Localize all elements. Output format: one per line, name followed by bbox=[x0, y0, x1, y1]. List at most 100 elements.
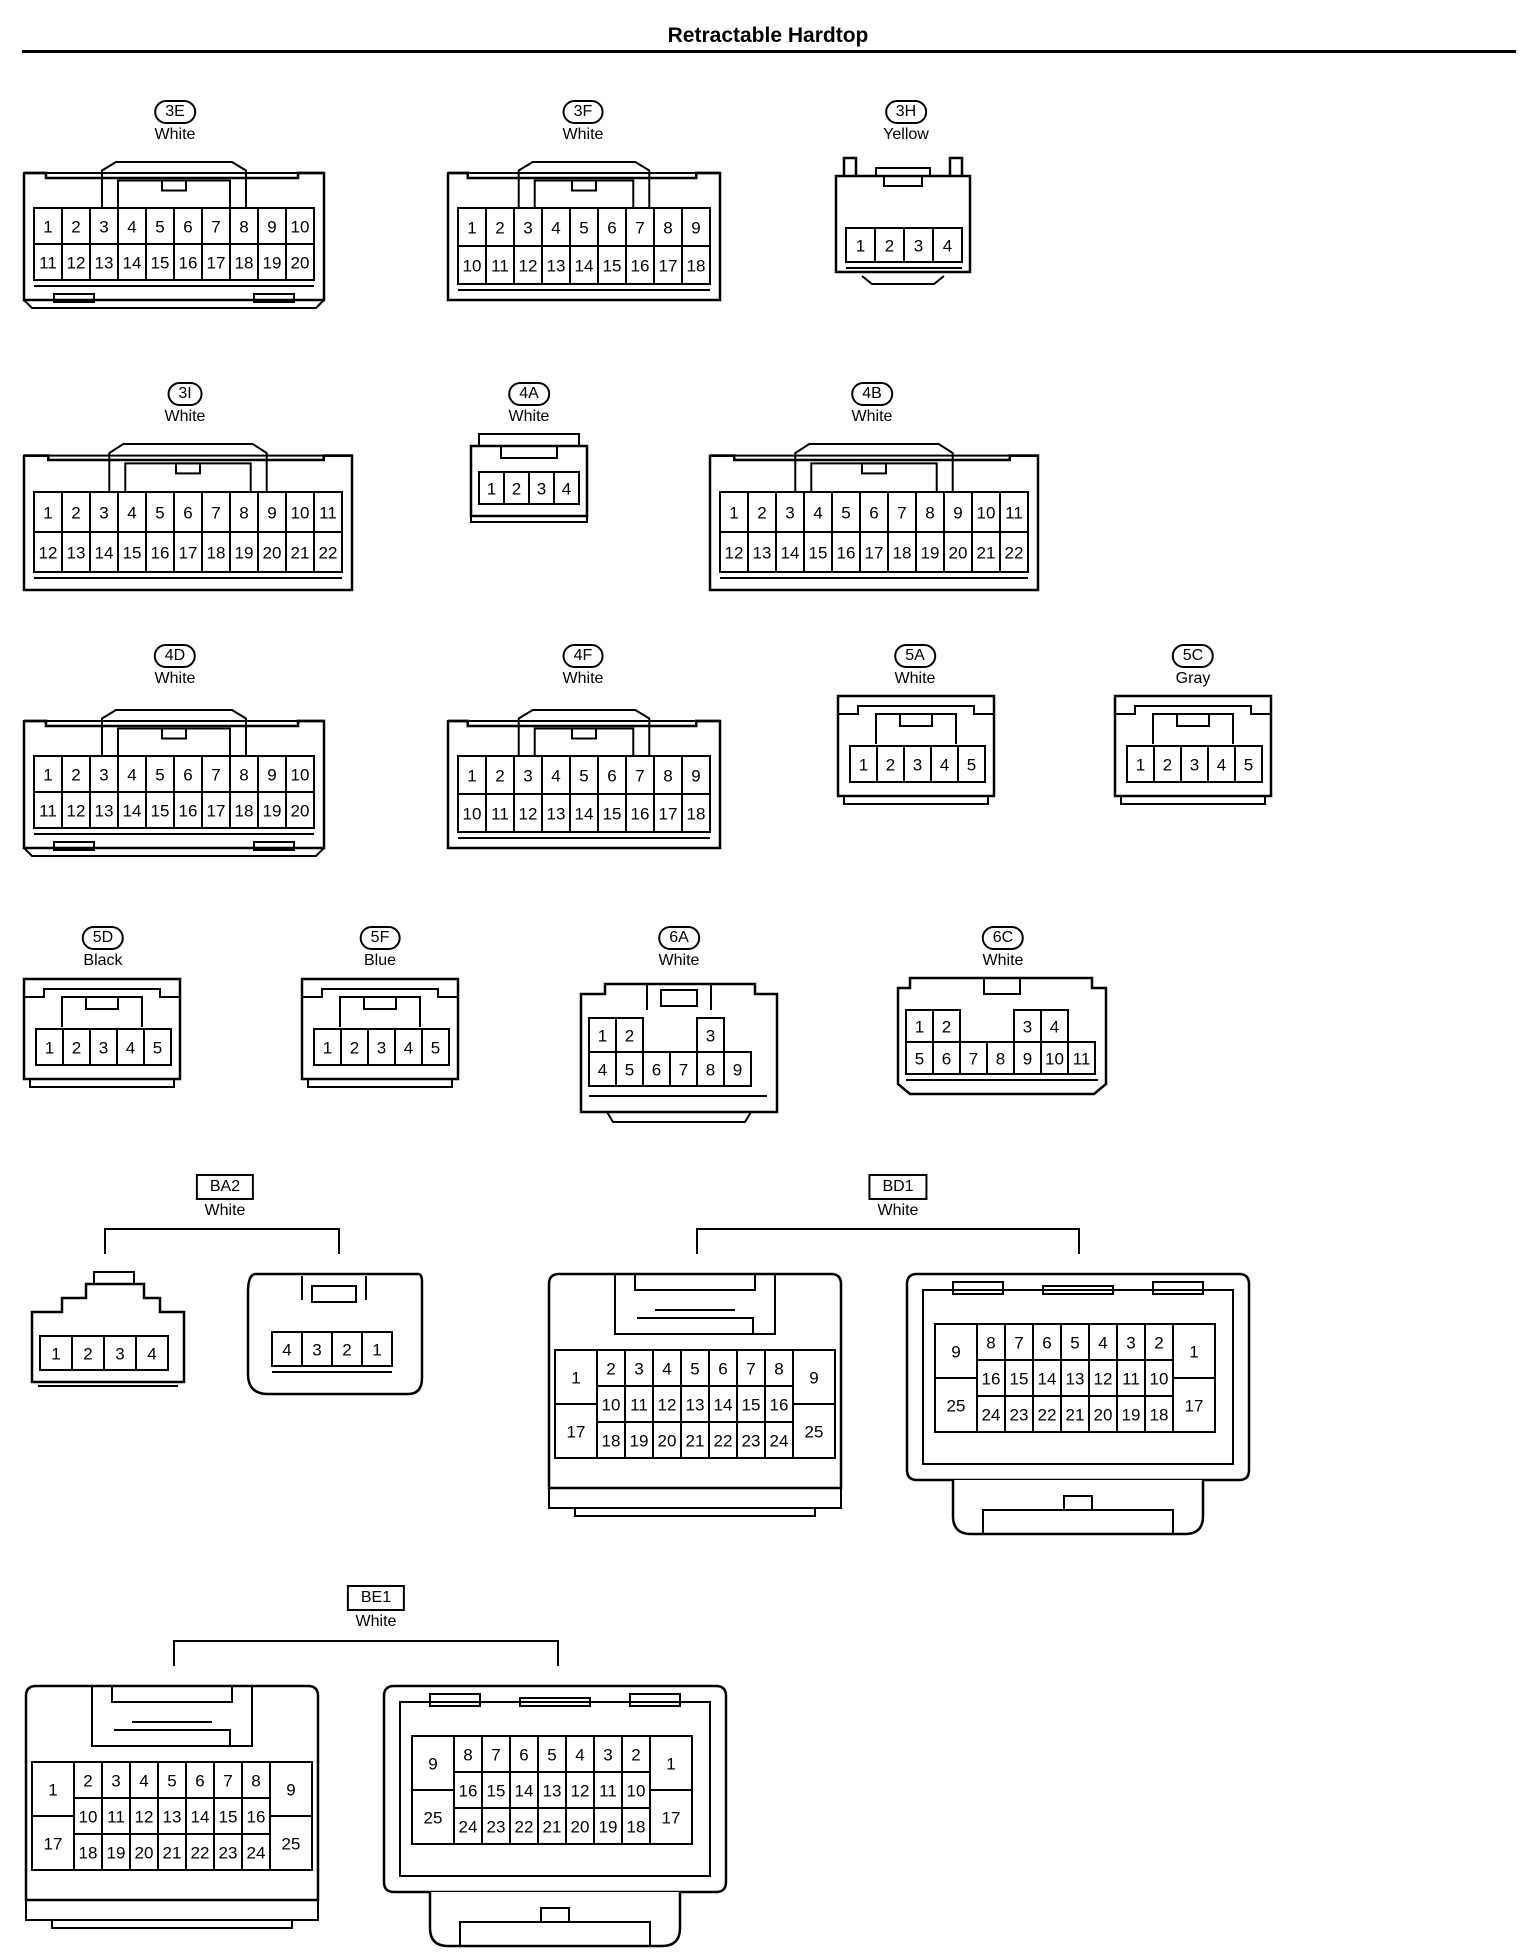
bd1-left-pin-3-number: 3 bbox=[634, 1360, 643, 1379]
be1-right-pin-23: 23 bbox=[481, 1807, 511, 1845]
3e-pin-17-number: 17 bbox=[207, 254, 226, 273]
be1-right-pin-16-number: 16 bbox=[459, 1782, 478, 1801]
3f-pin-14: 14 bbox=[569, 245, 599, 285]
ba2-right-pin-3: 3 bbox=[301, 1331, 333, 1367]
be1-left-pin-7-number: 7 bbox=[223, 1772, 232, 1791]
be1-left-pin-15-number: 15 bbox=[219, 1808, 238, 1827]
3e-pin-16: 16 bbox=[173, 243, 203, 281]
be1-right-pin-11: 11 bbox=[593, 1771, 623, 1809]
be1-left-pin-14: 14 bbox=[185, 1797, 215, 1835]
bd1-left-pin-9: 9 bbox=[792, 1349, 836, 1405]
connector-4d-id: 4D bbox=[153, 644, 197, 668]
3f-pin-6: 6 bbox=[597, 207, 627, 247]
4d-pin-9-number: 9 bbox=[267, 766, 276, 785]
4d-pin-3-number: 3 bbox=[99, 766, 108, 785]
5d-pin-4: 4 bbox=[116, 1028, 145, 1066]
4d-pin-19: 19 bbox=[257, 791, 287, 829]
ba2-right-pin-4-number: 4 bbox=[282, 1341, 291, 1360]
be1-right-pin-14: 14 bbox=[509, 1771, 539, 1809]
bd1-left-pin-14: 14 bbox=[708, 1385, 738, 1423]
5c-pin-4: 4 bbox=[1207, 745, 1236, 783]
be1-right-pin-10-number: 10 bbox=[627, 1782, 646, 1801]
be1-right-pin-15: 15 bbox=[481, 1771, 511, 1809]
3i-pin-3: 3 bbox=[89, 491, 119, 533]
4b-pin-19-number: 19 bbox=[921, 544, 940, 563]
5a-pin-3: 3 bbox=[903, 745, 932, 783]
bd1-left-pin-19-number: 19 bbox=[630, 1432, 649, 1451]
3f-pin-3-number: 3 bbox=[523, 219, 532, 238]
5f-pin-4-number: 4 bbox=[404, 1039, 413, 1058]
bd1-left-pin-21: 21 bbox=[680, 1421, 710, 1459]
be1-left-pin-11-number: 11 bbox=[107, 1808, 125, 1827]
6a-pin-5: 5 bbox=[615, 1051, 644, 1087]
ba2-left-pin-1: 1 bbox=[39, 1335, 73, 1371]
ba2-left-pin-3: 3 bbox=[103, 1335, 137, 1371]
bd1-left-pin-15: 15 bbox=[736, 1385, 766, 1423]
5c-pin-4-number: 4 bbox=[1217, 756, 1226, 775]
4b-pin-14: 14 bbox=[775, 531, 805, 573]
3e-pin-1: 1 bbox=[33, 207, 63, 245]
6c-pin-4-number: 4 bbox=[1050, 1018, 1059, 1037]
be1-left-pin-17: 17 bbox=[31, 1815, 75, 1871]
6a-pin-2: 2 bbox=[615, 1017, 644, 1053]
3e-pin-17: 17 bbox=[201, 243, 231, 281]
3h-pin-3-number: 3 bbox=[914, 237, 923, 256]
5a-pin-3-number: 3 bbox=[913, 756, 922, 775]
bd1-left-pin-6: 6 bbox=[708, 1349, 738, 1387]
be1-left-pin-3-number: 3 bbox=[111, 1772, 120, 1791]
ba2-left-pin-2: 2 bbox=[71, 1335, 105, 1371]
3i-pin-12-number: 12 bbox=[39, 544, 58, 563]
4a-pin-3: 3 bbox=[528, 471, 555, 505]
be1-left-pin-4: 4 bbox=[129, 1761, 159, 1799]
4f-pin-7-number: 7 bbox=[635, 767, 644, 786]
4f-pin-2-number: 2 bbox=[495, 767, 504, 786]
be1-left-pin-22-number: 22 bbox=[191, 1844, 210, 1863]
3f-pin-18: 18 bbox=[681, 245, 711, 285]
3i-pin-16-number: 16 bbox=[151, 544, 170, 563]
4f-pin-10: 10 bbox=[457, 793, 487, 833]
connector-ba2-color: White bbox=[204, 1202, 246, 1219]
4d-pin-3: 3 bbox=[89, 755, 119, 793]
bd1-right-pin-18: 18 bbox=[1144, 1395, 1174, 1433]
3i-pin-4-number: 4 bbox=[127, 504, 136, 523]
bd1-left-pin-22: 22 bbox=[708, 1421, 738, 1459]
4f-pin-17-number: 17 bbox=[659, 805, 678, 824]
bd1-left-pin-11: 11 bbox=[624, 1385, 654, 1423]
4d-pin-18-number: 18 bbox=[235, 802, 254, 821]
connector-4d-color: White bbox=[154, 670, 196, 687]
3h-pin-2: 2 bbox=[874, 227, 905, 263]
4d-pin-14-number: 14 bbox=[123, 802, 142, 821]
4f-pin-2: 2 bbox=[485, 755, 515, 795]
ba2-right-pin-4: 4 bbox=[271, 1331, 303, 1367]
4f-pin-12: 12 bbox=[513, 793, 543, 833]
be1-right-pin-4-number: 4 bbox=[575, 1746, 584, 1765]
4d-pin-17-number: 17 bbox=[207, 802, 226, 821]
4b-pin-8-number: 8 bbox=[925, 504, 934, 523]
6a-pin-1: 1 bbox=[588, 1017, 617, 1053]
3e-pin-8-number: 8 bbox=[239, 218, 248, 237]
be1-left-pin-21: 21 bbox=[157, 1833, 187, 1871]
bd1-right-pin-10-number: 10 bbox=[1150, 1370, 1169, 1389]
3i-pin-4: 4 bbox=[117, 491, 147, 533]
6a-pin-9: 9 bbox=[723, 1051, 752, 1087]
be1-left-pin-10-number: 10 bbox=[79, 1808, 98, 1827]
5d-pin-3-number: 3 bbox=[99, 1039, 108, 1058]
3h-pin-4-number: 4 bbox=[943, 237, 952, 256]
3i-pin-7-number: 7 bbox=[211, 504, 220, 523]
connector-6a-color: White bbox=[658, 952, 700, 969]
3f-pin-18-number: 18 bbox=[687, 257, 706, 276]
bd1-left-pin-1: 1 bbox=[554, 1349, 598, 1405]
4b-pin-12: 12 bbox=[719, 531, 749, 573]
